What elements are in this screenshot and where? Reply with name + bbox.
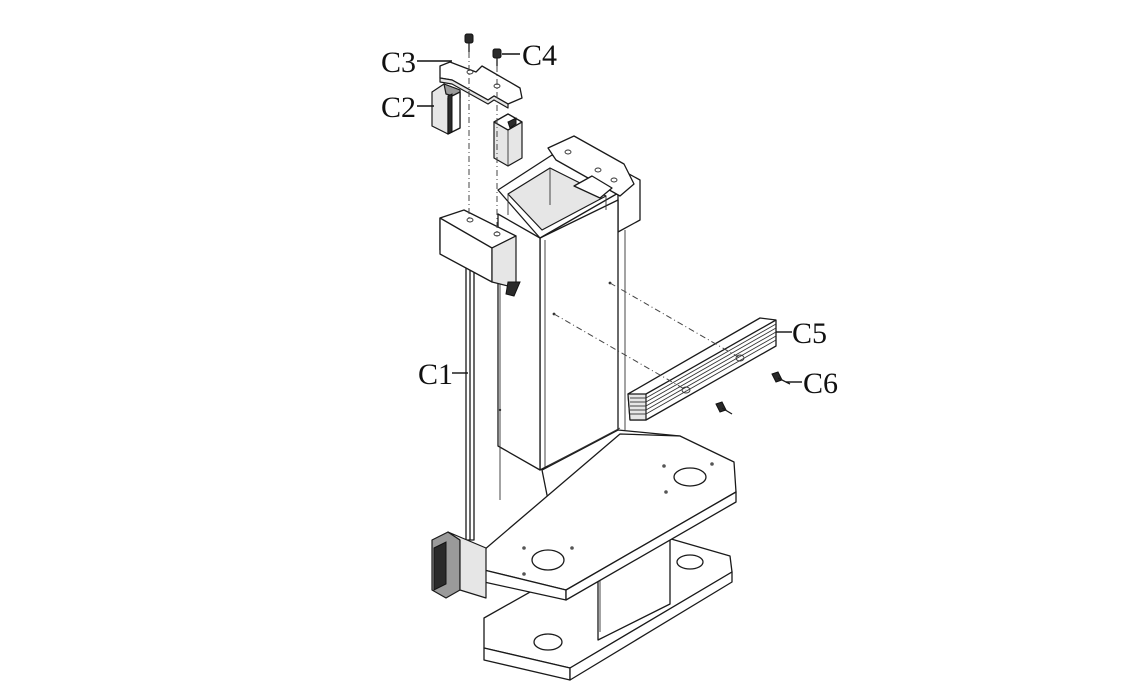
block-c2-second (493, 113, 523, 167)
label-c3: C3 (381, 46, 416, 79)
main-post-c1 (465, 135, 641, 541)
bumper-bar-c5 (627, 317, 777, 421)
callout-c3: C3 (381, 46, 452, 79)
screw-c4 (464, 33, 502, 66)
screw-c6 (715, 371, 791, 415)
callout-c6: C6 (786, 367, 838, 400)
label-c1: C1 (418, 358, 453, 391)
callout-c1: C1 (418, 358, 468, 391)
callout-c2: C2 (381, 91, 434, 124)
callout-c4: C4 (502, 39, 557, 72)
label-c5: C5 (792, 317, 827, 350)
block-c2 (431, 83, 461, 135)
callout-c5: C5 (776, 317, 827, 350)
base-bracket (431, 427, 737, 681)
label-c6: C6 (803, 367, 838, 400)
strap-c3 (439, 61, 523, 109)
label-c4: C4 (522, 39, 557, 72)
assembly-center-lines (468, 52, 741, 391)
upper-side-plate (439, 209, 521, 297)
label-c2: C2 (381, 91, 416, 124)
